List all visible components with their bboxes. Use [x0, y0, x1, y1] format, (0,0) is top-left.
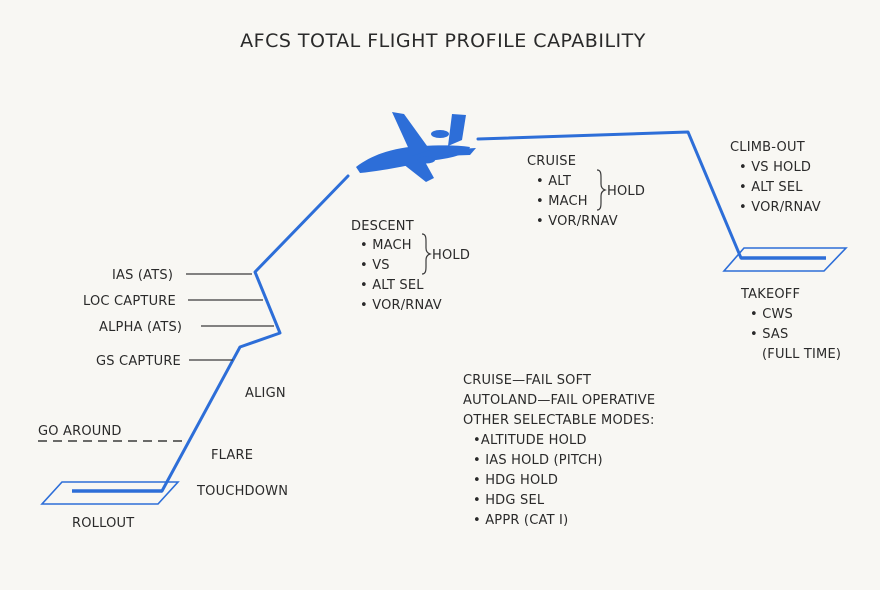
label-ias-ats: IAS (ATS) — [112, 268, 173, 283]
takeoff-item: • CWS — [750, 307, 793, 322]
descent-block: DESCENT • MACH • VS • ALT SEL • VOR/RNAV… — [351, 219, 470, 313]
cruise-hold-label: HOLD — [607, 184, 645, 199]
modes-block: CRUISE—FAIL SOFT AUTOLAND—FAIL OPERATIVE… — [463, 373, 655, 528]
descent-item: • VOR/RNAV — [360, 298, 442, 313]
climb-out-item: • VS HOLD — [739, 160, 811, 175]
mode-item: • HDG HOLD — [473, 473, 558, 488]
climb-out-item: • VOR/RNAV — [739, 200, 821, 215]
descent-item: • VS — [360, 258, 390, 273]
label-rollout: ROLLOUT — [72, 516, 134, 531]
label-go-around: GO AROUND — [38, 424, 122, 439]
cruise-hold-brace — [596, 169, 607, 211]
descent-item: • MACH — [360, 238, 412, 253]
cruise-item: • ALT — [536, 174, 571, 189]
diagram-title: AFCS TOTAL FLIGHT PROFILE CAPABILITY — [240, 30, 646, 52]
label-loc-capture: LOC CAPTURE — [83, 294, 176, 309]
cruise-flight-path — [476, 130, 743, 260]
airplane-icon — [356, 112, 476, 182]
mode-item: •ALTITUDE HOLD — [473, 433, 587, 448]
descent-hold-brace — [421, 233, 432, 275]
mode-item: • IAS HOLD (PITCH) — [473, 453, 603, 468]
landing-runway — [40, 481, 180, 505]
takeoff-block: TAKEOFF • CWS • SAS (FULL TIME) — [740, 287, 841, 362]
takeoff-item: (FULL TIME) — [762, 347, 841, 362]
modes-line: AUTOLAND—FAIL OPERATIVE — [463, 393, 655, 408]
takeoff-heading: TAKEOFF — [740, 287, 800, 302]
label-align: ALIGN — [245, 386, 286, 401]
descent-hold-label: HOLD — [432, 248, 470, 263]
mode-item: • APPR (CAT I) — [473, 513, 568, 528]
climb-out-item: • ALT SEL — [739, 180, 803, 195]
approach-flight-path — [160, 174, 350, 493]
takeoff-runway — [722, 247, 848, 272]
cruise-item: • MACH — [536, 194, 588, 209]
descent-heading: DESCENT — [351, 219, 414, 234]
label-gs-capture: GS CAPTURE — [96, 354, 181, 369]
modes-line: OTHER SELECTABLE MODES: — [463, 413, 655, 428]
climb-out-heading: CLIMB-OUT — [730, 140, 805, 155]
climb-out-block: CLIMB-OUT • VS HOLD • ALT SEL • VOR/RNAV — [730, 140, 821, 215]
label-alpha-ats: ALPHA (ATS) — [99, 320, 182, 335]
modes-line: CRUISE—FAIL SOFT — [463, 373, 591, 388]
cruise-block: CRUISE • ALT • MACH • VOR/RNAV HOLD — [527, 154, 645, 229]
descent-item: • ALT SEL — [360, 278, 424, 293]
cruise-heading: CRUISE — [527, 154, 576, 169]
cruise-item: • VOR/RNAV — [536, 214, 618, 229]
label-touchdown: TOUCHDOWN — [196, 484, 288, 499]
takeoff-item: • SAS — [750, 327, 788, 342]
label-flare: FLARE — [211, 448, 253, 463]
mode-item: • HDG SEL — [473, 493, 545, 508]
